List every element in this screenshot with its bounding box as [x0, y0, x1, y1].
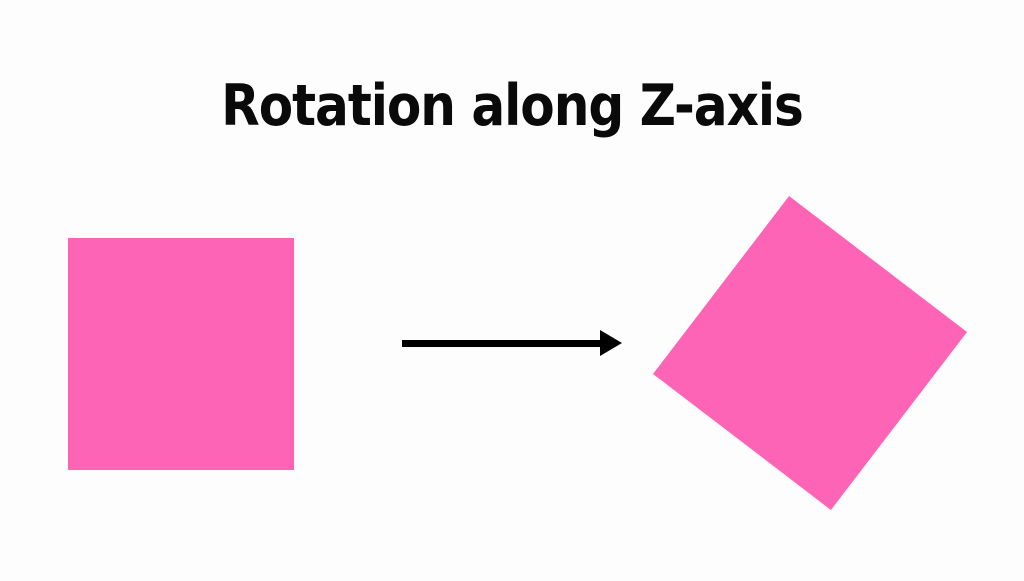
transformation-arrow [402, 327, 622, 359]
arrow-shaft-icon [402, 339, 602, 347]
rotated-square-container [652, 195, 968, 511]
rotated-square [652, 195, 968, 511]
arrow-head-icon [600, 330, 622, 356]
source-square [68, 238, 294, 470]
page-title: Rotation along Z-axis [221, 73, 804, 139]
